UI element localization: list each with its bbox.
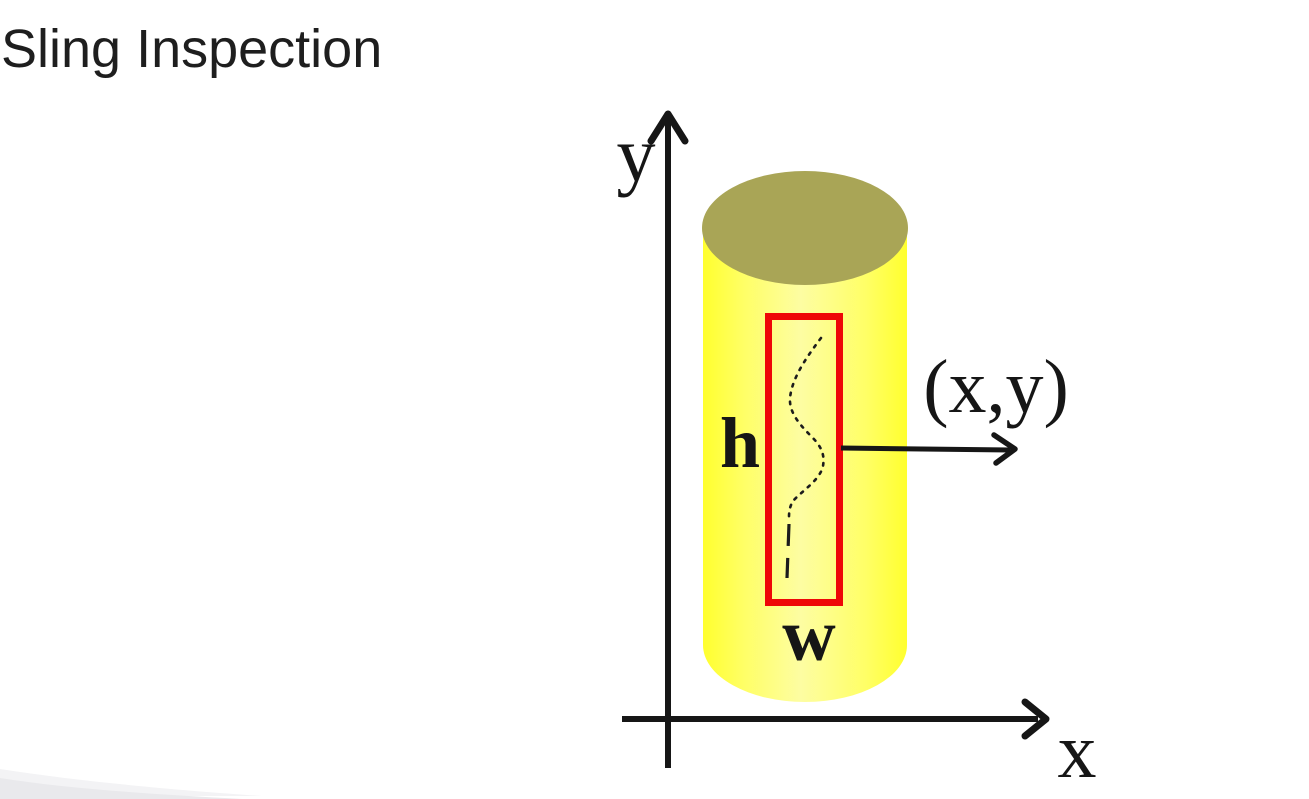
point-arrow-head-icon	[991, 432, 1018, 466]
corner-accent	[0, 778, 242, 799]
box-width-label: w	[782, 595, 836, 677]
x-axis-arrowhead-icon	[1021, 698, 1050, 740]
defect-bounding-box	[765, 313, 843, 606]
x-axis-label: x	[1058, 707, 1097, 794]
y-axis-label: y	[617, 111, 656, 198]
box-height-label: h	[720, 403, 760, 483]
crack-line	[787, 336, 825, 519]
page-title: Sling Inspection	[1, 19, 383, 79]
cylinder-body	[703, 228, 907, 702]
point-arrow-line	[840, 445, 1011, 453]
point-coordinates-label: (x,y)	[923, 345, 1069, 429]
cylinder-top-face	[702, 171, 908, 285]
y-axis-arrowhead-icon	[647, 110, 689, 145]
crack-line-lower-dashes	[785, 523, 791, 579]
